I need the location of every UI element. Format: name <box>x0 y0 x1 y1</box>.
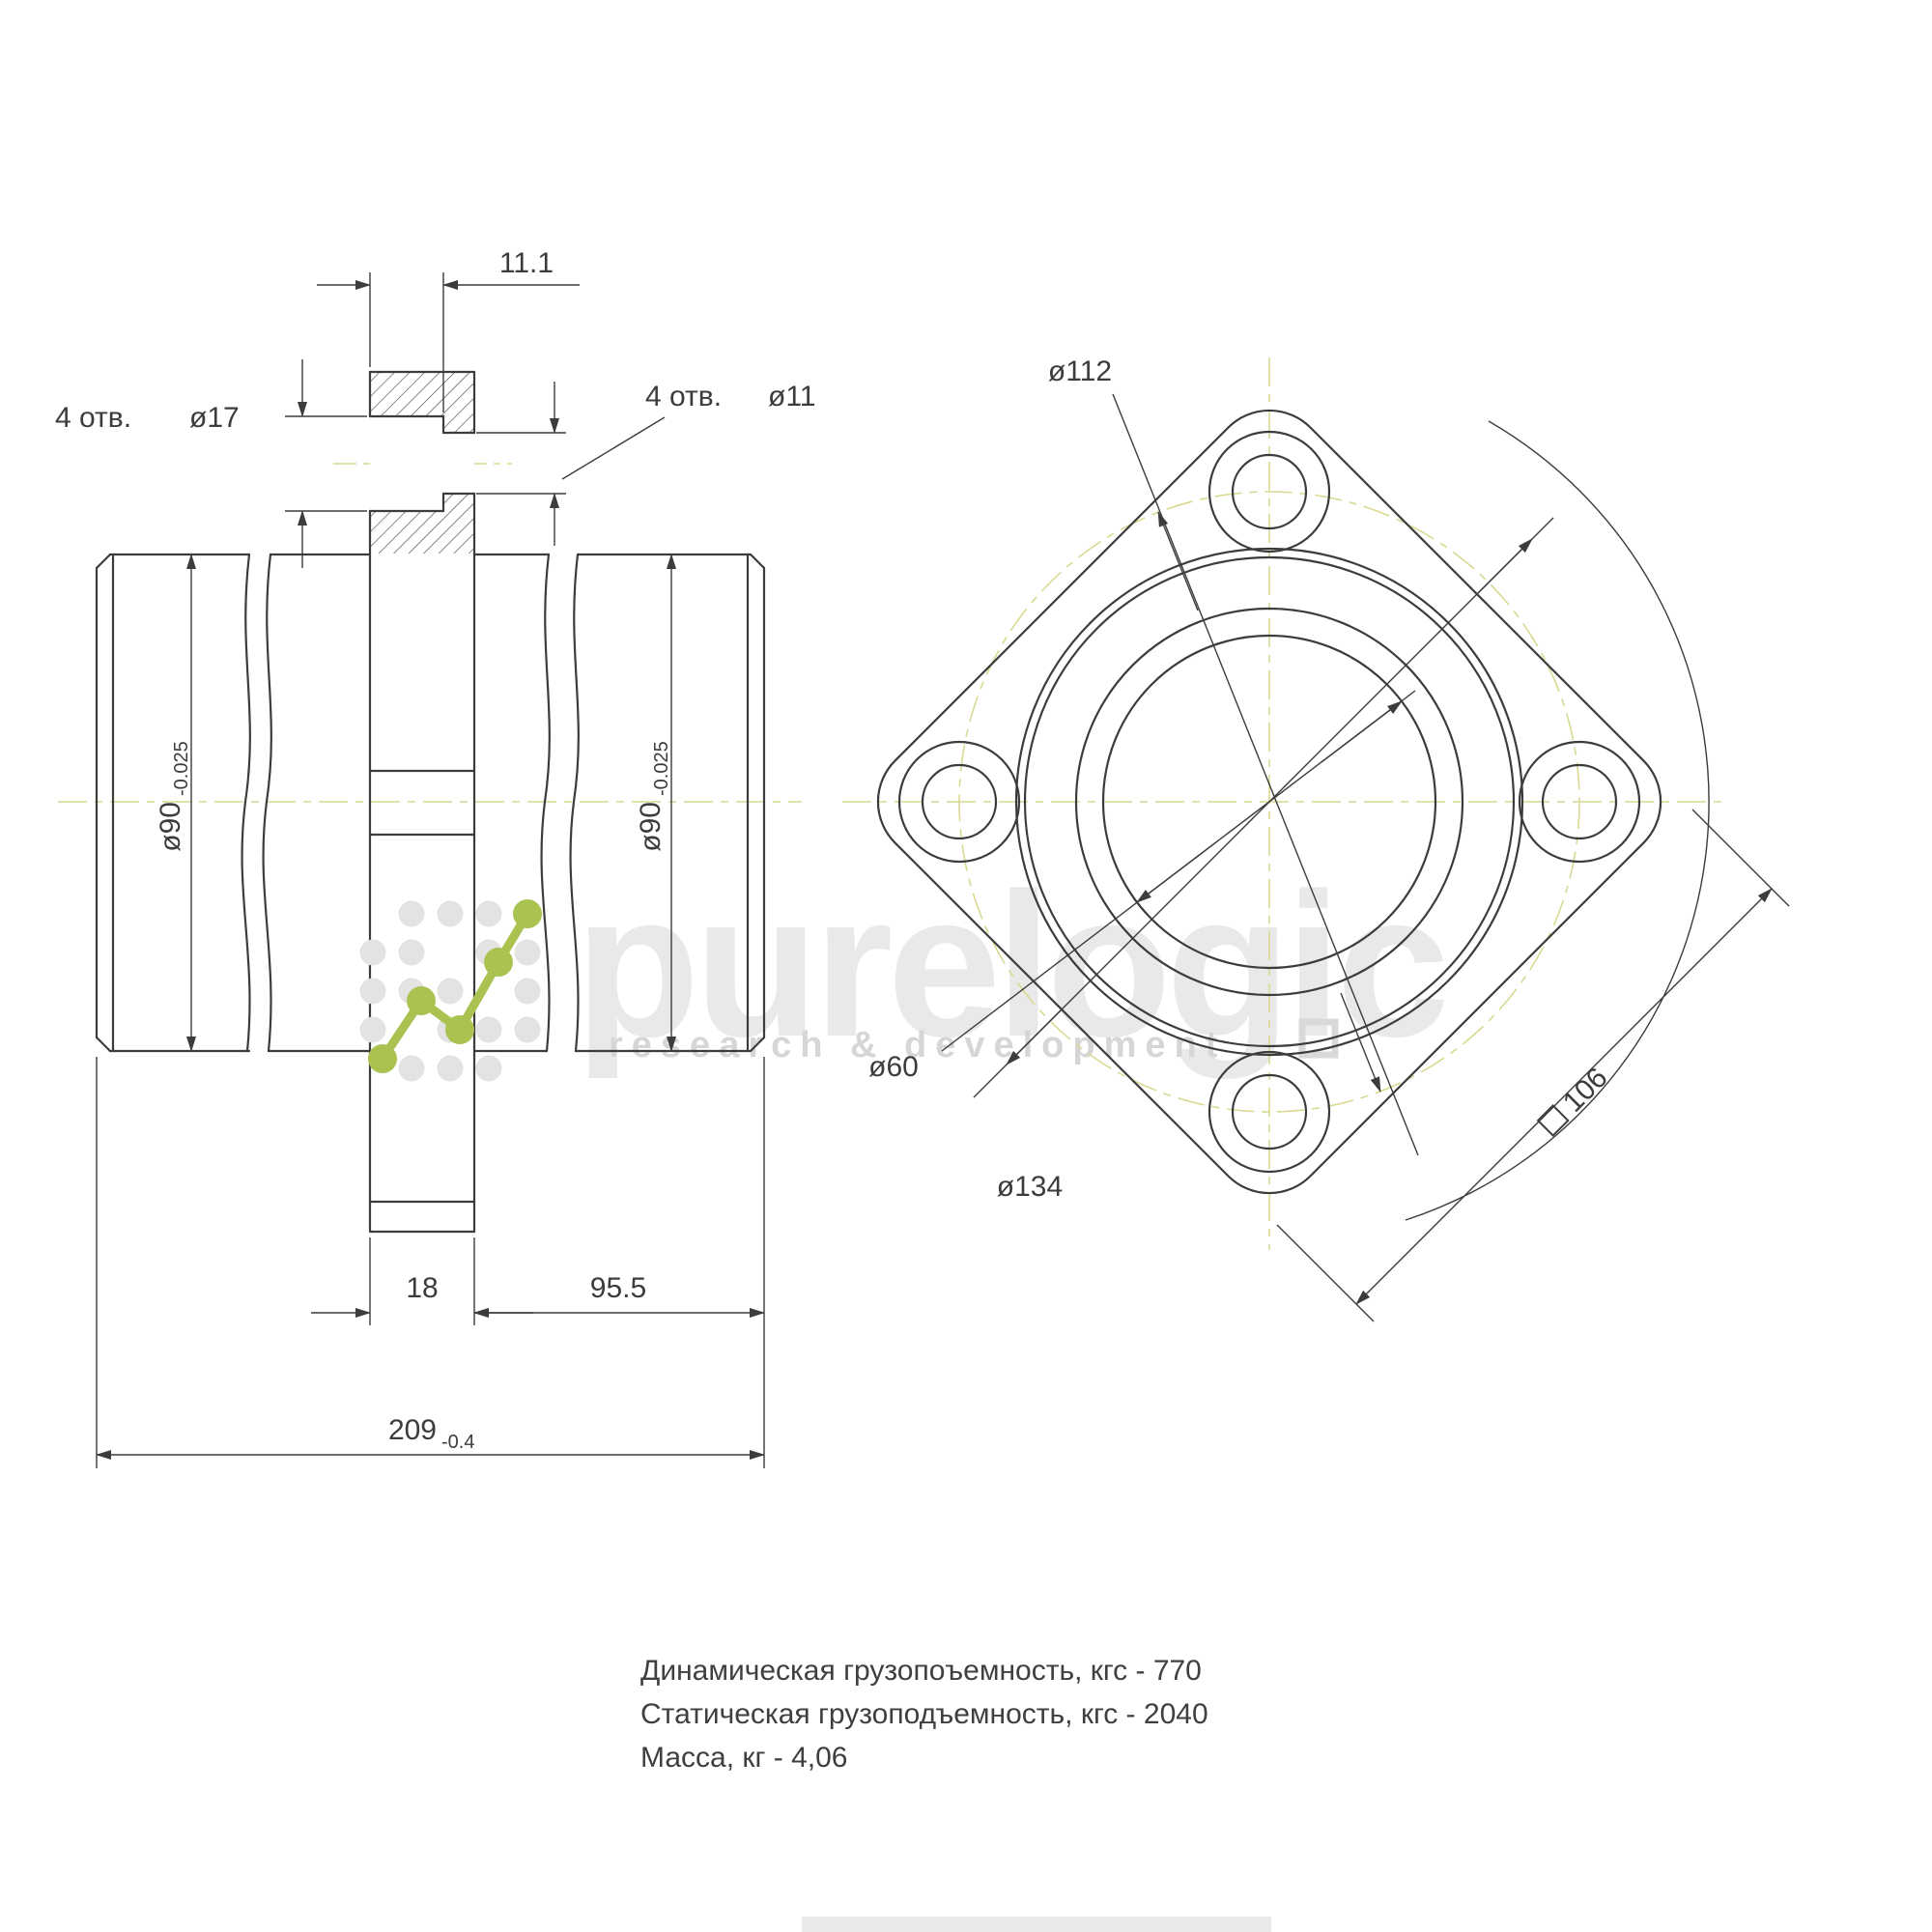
break-line <box>241 553 251 1053</box>
dim-label-95-5: 95.5 <box>590 1272 646 1304</box>
bolt-hole-right <box>1518 740 1641 864</box>
dim-label-dia112: ø112 <box>1048 355 1112 387</box>
dim-95-5: 95.5 <box>473 1057 765 1468</box>
dim-label-dia90-left: ø90 <box>155 802 186 852</box>
shaft-right-segment <box>472 553 766 1053</box>
bore-circle <box>1101 634 1437 970</box>
break-line <box>262 553 272 1053</box>
centerlines <box>58 357 1729 1250</box>
dim-11-1: 11.1 <box>317 247 580 412</box>
watermark-square-mark <box>1298 1018 1339 1059</box>
dim-label-209: 209 <box>388 1414 437 1446</box>
bolt-circle-centerline <box>958 491 1580 1113</box>
front-view: ø112 ø60 ø134 106 <box>868 355 1790 1322</box>
shaft-middle-segment <box>262 553 372 1053</box>
pilot-circle-inner <box>1023 555 1516 1048</box>
counterbore-outline <box>368 414 445 513</box>
side-view: 11.1 4 отв. ø17 4 отв. ø11 ø90 -0.0 <box>55 247 815 1468</box>
logo-gray-dots <box>359 900 541 1082</box>
specifications: Динамическая грузопоъемность, кгс - 770 … <box>640 1655 1208 1774</box>
pilot-circle-outer <box>1014 547 1524 1057</box>
through-hole-outline <box>441 431 476 496</box>
logo-green-zigzag <box>368 899 542 1073</box>
dim-label-209-tol: -0.4 <box>441 1432 474 1453</box>
dim-209: 209 -0.4 <box>96 1057 765 1468</box>
spec-line-mass: Масса, кг - 4,06 <box>640 1742 847 1774</box>
spec-line-static-load: Статическая грузоподъемность, кгс - 2040 <box>640 1698 1208 1730</box>
dim-label-dia90-right-tol: -0.025 <box>651 741 672 796</box>
watermark-tagline: research & development <box>609 1025 1226 1065</box>
dim-dia134: ø134 <box>973 517 1554 1203</box>
counterbore-cavity <box>371 416 443 511</box>
dim-label-18: 18 <box>406 1272 438 1304</box>
dim-label-dia60: ø60 <box>868 1051 919 1083</box>
dim-dia90-right: ø90 -0.025 <box>635 554 676 1052</box>
dim-label-holes11-count: 4 отв. <box>645 381 722 412</box>
leader-holes-11 <box>561 416 666 480</box>
counterbore-circle <box>1074 607 1464 997</box>
dim-label-square-106: 106 <box>1557 1062 1614 1119</box>
bolt-hole-bottom <box>1208 1050 1331 1174</box>
dim-label-11-1: 11.1 <box>499 247 554 279</box>
dim-dia60: ø60 <box>868 690 1416 1083</box>
break-line <box>540 553 551 1053</box>
reference-arc <box>1405 420 1710 1221</box>
dim-holes-11: 4 отв. ø11 <box>476 381 815 546</box>
flange-section <box>368 370 476 1234</box>
dim-label-holes11-dia: ø11 <box>768 381 815 412</box>
dim-holes-17: 4 отв. ø17 <box>55 359 367 568</box>
dim-label-holes17-dia: ø17 <box>189 402 240 434</box>
square-symbol <box>1536 1103 1570 1137</box>
watermark-bottom-strip <box>802 1917 1271 1932</box>
logo-dots <box>359 899 542 1082</box>
shaft-left-segment <box>95 553 251 1053</box>
dim-label-dia90-left-tol: -0.025 <box>171 741 192 796</box>
bolt-hole-top <box>1208 430 1331 554</box>
through-hole-cavity <box>443 433 474 494</box>
dim-label-dia90-right: ø90 <box>635 802 667 852</box>
dim-label-dia134: ø134 <box>997 1171 1063 1203</box>
dim-dia90-left: ø90 -0.025 <box>155 554 196 1052</box>
bolt-hole-left <box>897 740 1021 864</box>
spec-line-dynamic-load: Динамическая грузопоъемность, кгс - 770 <box>640 1655 1202 1687</box>
break-line <box>569 553 580 1053</box>
dim-label-holes17-count: 4 отв. <box>55 402 131 434</box>
